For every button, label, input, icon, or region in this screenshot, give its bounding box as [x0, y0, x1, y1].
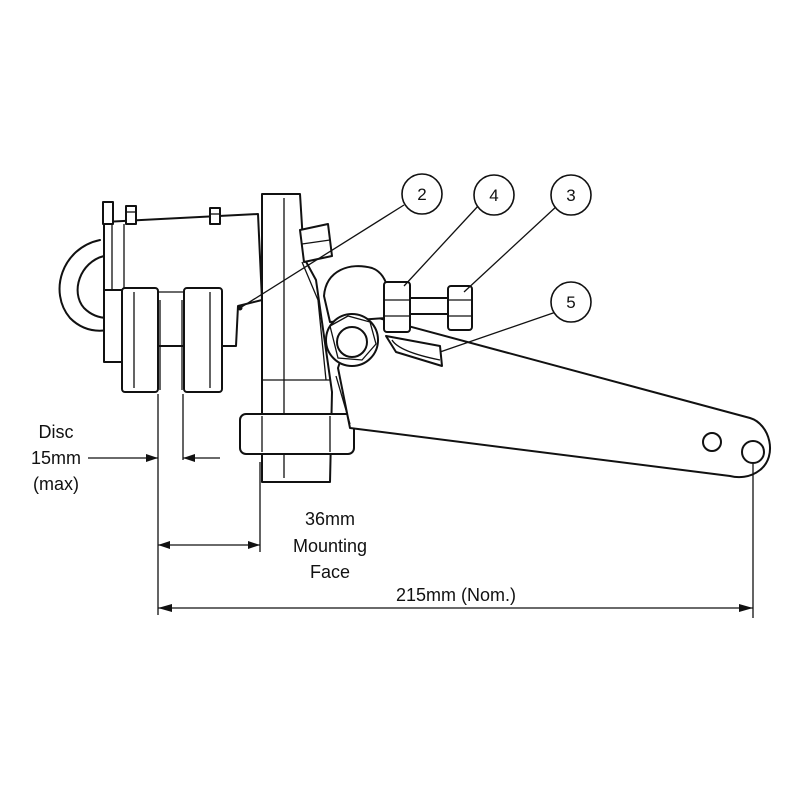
callout-3-label: 3 [566, 186, 575, 205]
mounting-label-line2: Mounting [293, 536, 367, 556]
leader-lines [237, 204, 559, 353]
callout-2: 2 [401, 173, 443, 215]
lever-arm [335, 311, 771, 479]
callout-4: 4 [473, 174, 515, 216]
callout-5-label: 5 [566, 293, 575, 312]
disc-label-line1: Disc [39, 422, 74, 442]
adjuster-assembly [323, 265, 473, 367]
overall-label: 215mm (Nom.) [396, 585, 516, 605]
disc-label-line2: 15mm [31, 448, 81, 468]
callout-4-label: 4 [489, 186, 498, 205]
overall-dimension: 215mm (Nom.) [158, 464, 754, 618]
mounting-label-line3: Face [310, 562, 350, 582]
mounting-dimension: 36mm Mounting Face [158, 462, 367, 582]
mounting-bracket [239, 193, 355, 483]
callout-2-label: 2 [417, 185, 426, 204]
callout-5: 5 [550, 281, 592, 323]
disc-label-line3: (max) [33, 474, 79, 494]
caliper-body [58, 201, 263, 393]
callout-3: 3 [550, 174, 592, 216]
disc-dimension: Disc 15mm (max) [31, 394, 220, 615]
mounting-label-line1: 36mm [305, 509, 355, 529]
